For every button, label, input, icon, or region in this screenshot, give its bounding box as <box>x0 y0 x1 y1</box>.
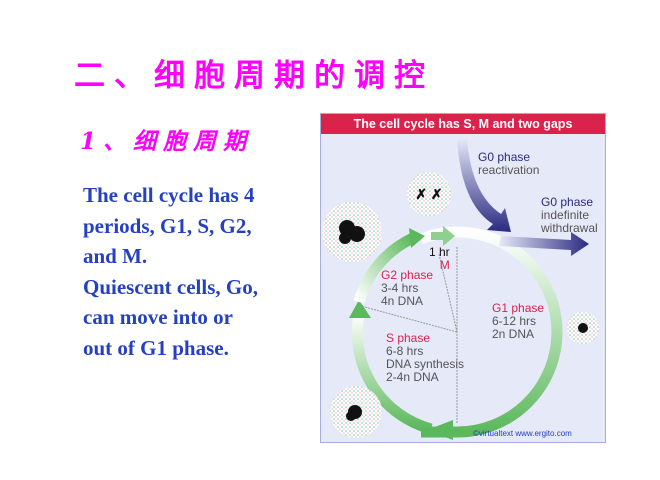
cell-cycle-figure: ✗ ✗ The cell cycle has S, M and two gaps… <box>320 113 606 443</box>
s-arrowhead <box>349 300 371 318</box>
slide-subtitle: 1、细胞周期 <box>80 128 254 155</box>
body-line: Quiescent cells, Go, <box>83 274 258 299</box>
g2-dna: 4n DNA <box>381 294 424 308</box>
g0-withdrawal-arrow <box>499 232 589 256</box>
g0-reactivation-arrow <box>457 138 511 232</box>
m-phase-label: 1 hr M <box>429 246 450 272</box>
g2-phase-label: G2 phase 3-4 hrs 4n DNA <box>381 269 433 308</box>
g0-title: G0 phase <box>478 150 531 164</box>
body-line: periods, G1, S, G2, <box>83 213 252 238</box>
g1-title: G1 phase <box>492 301 545 315</box>
g2-time: 3-4 hrs <box>381 281 419 295</box>
s-phase-label: S phase 6-8 hrs DNA synthesis 2-4n DNA <box>386 332 464 384</box>
slide-title: 二、细胞周期的调控 <box>74 58 434 94</box>
body-line: out of G1 phase. <box>83 335 229 360</box>
g1-dna: 2n DNA <box>492 327 535 341</box>
m-title: M <box>439 258 450 272</box>
s-desc: DNA synthesis <box>386 357 465 371</box>
cell-cycle-diagram: ✗ ✗ <box>322 138 599 440</box>
g0-line: reactivation <box>478 163 540 177</box>
body-line: can move into or <box>83 305 233 329</box>
body-line: The cell cycle has 4 <box>83 183 255 207</box>
figure-header: The cell cycle has S, M and two gaps <box>321 114 605 134</box>
s-time: 6-8 hrs <box>386 344 424 358</box>
g2-arrowhead <box>409 228 425 248</box>
g0-line: withdrawal <box>541 221 598 235</box>
g0-title: G0 phase <box>541 195 594 209</box>
body-line: and M. <box>83 244 148 268</box>
m-time: 1 hr <box>429 245 450 259</box>
divider-line <box>360 305 458 333</box>
g2-arc <box>353 233 416 304</box>
figure-credit: ©virtualtext www.ergito.com <box>473 429 572 438</box>
divider-line <box>438 253 458 333</box>
s-arc <box>351 312 433 435</box>
g1-arc <box>418 226 563 438</box>
s-dna: 2-4n DNA <box>386 370 439 384</box>
g1-time: 6-12 hrs <box>492 314 537 328</box>
g2-title: G2 phase <box>381 268 434 282</box>
slide-body-text: The cell cycle has 4 periods, G1, S, G2,… <box>83 180 313 363</box>
g0-line: indefinite <box>541 208 590 222</box>
g0-reactivation-label: G0 phase reactivation <box>478 151 539 177</box>
g1-arrowhead <box>427 420 453 440</box>
s-title: S phase <box>386 331 431 345</box>
g0-withdrawal-label: G0 phase indefinite withdrawal <box>541 196 598 235</box>
g1-phase-label: G1 phase 6-12 hrs 2n DNA <box>492 302 544 341</box>
m-arrow <box>431 226 455 246</box>
chromosome-icon: ✗ ✗ <box>415 186 442 202</box>
chromosome-cell-icon <box>407 172 451 216</box>
